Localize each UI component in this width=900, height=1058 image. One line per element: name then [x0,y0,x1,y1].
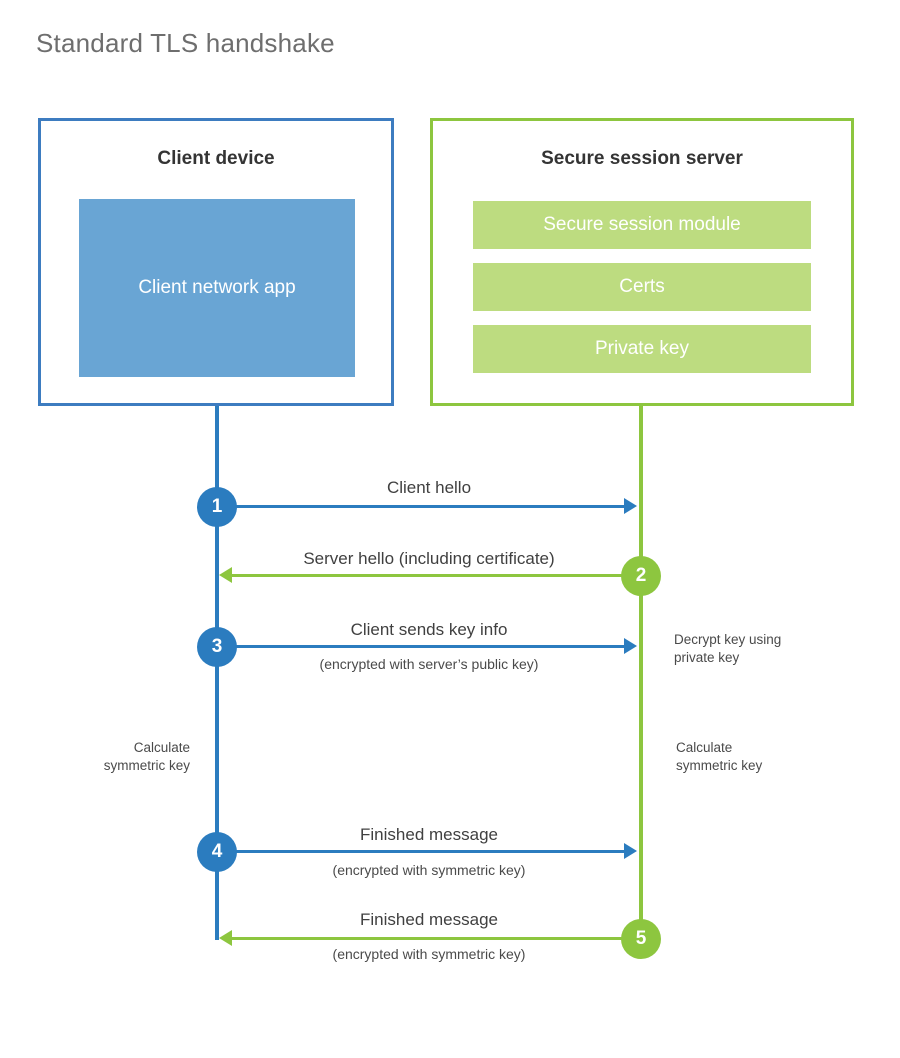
step-3-number-badge: 3 [197,627,237,667]
page-title: Standard TLS handshake [36,28,335,58]
client-calculate-symmetric-key-note: Calculate symmetric key [20,739,190,775]
server-module-certs: Certs [473,263,811,311]
client-lifeline [215,406,219,940]
client-device-box: Client device Client network app [38,118,394,406]
step-5-message-sublabel: (encrypted with symmetric key) [332,946,526,962]
client-calculate-symmetric-key-line-1: Calculate [133,740,190,755]
step-2-message-label: Server hello (including certificate) [303,549,555,568]
step-5-arrow-head-icon [219,930,232,946]
step-3-arrow-head-icon [624,638,637,654]
step-1-number-badge: 1 [197,487,237,527]
client-calculate-symmetric-key-line-2: symmetric key [103,758,190,774]
step-3-arrow-line [217,645,624,648]
secure-session-server-title: Secure session server [541,148,743,169]
step-2-arrow-line [232,574,624,577]
step-1-message-label: Client hello [386,478,472,497]
server-lifeline [639,406,643,940]
step-1-arrow-head-icon [624,498,637,514]
step-3-message-sublabel: (encrypted with server’s public key) [319,656,539,672]
client-device-title: Client device [157,148,275,169]
step-4-message-sublabel: (encrypted with symmetric key) [332,862,526,878]
server-calculate-symmetric-key-line-2: symmetric key [676,758,763,774]
step-2-arrow-head-icon [219,567,232,583]
step-3-message-label: Client sends key info [350,620,508,639]
server-calculate-symmetric-key-line-1: Calculate [676,740,733,755]
client-network-app-block: Client network app [79,199,355,377]
server-calculate-symmetric-key-note: Calculate symmetric key [676,739,856,775]
step-2-number-badge: 2 [621,556,661,596]
step-4-number-badge: 4 [197,832,237,872]
server-decrypt-key-note-line-2: private key [674,650,740,666]
server-decrypt-key-note-line-1: Decrypt key using [674,632,782,647]
secure-session-server-box: Secure session server Secure session mod… [430,118,854,406]
step-4-arrow-line [217,850,624,853]
server-module-list: Secure session module Certs Private key [473,201,811,387]
step-5-arrow-line [232,937,624,940]
step-1-arrow-line [217,505,624,508]
step-4-arrow-head-icon [624,843,637,859]
step-5-message-label: Finished message [360,910,498,929]
server-module-private-key: Private key [473,325,811,373]
step-4-message-label: Finished message [360,825,498,844]
server-module-secure-session-module: Secure session module [473,201,811,249]
server-decrypt-key-note: Decrypt key using private key [674,631,864,667]
step-5-number-badge: 5 [621,919,661,959]
